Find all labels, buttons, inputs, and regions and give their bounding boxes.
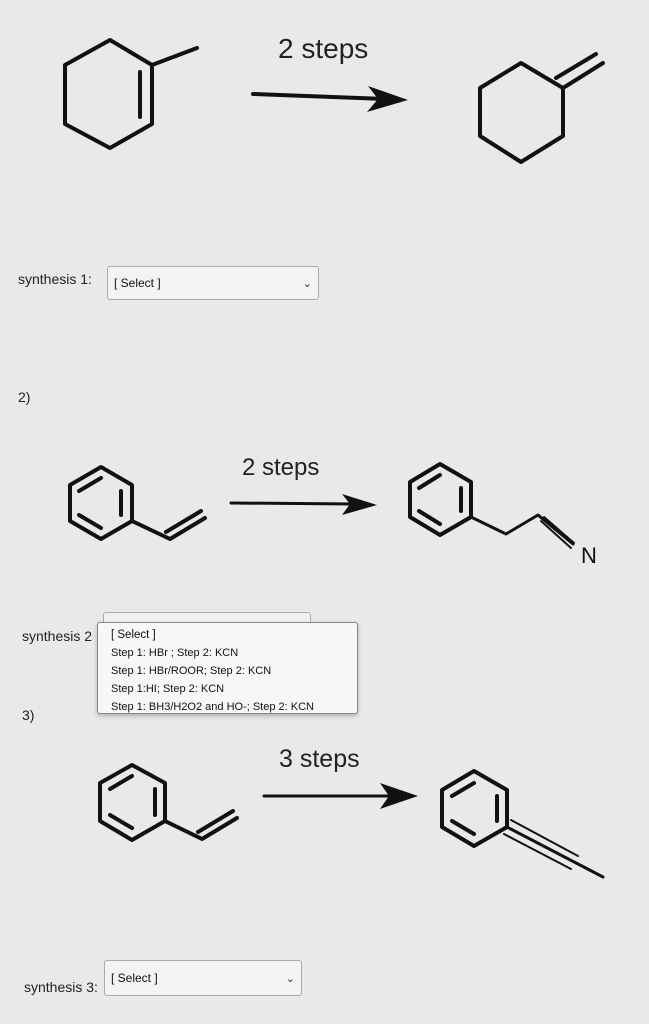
- synthesis-3-select-value: [ Select ]: [111, 971, 158, 985]
- synthesis-2-label: synthesis 2: [22, 628, 93, 644]
- synthesis-3-label: synthesis 3:: [24, 979, 98, 995]
- dropdown-option[interactable]: Step 1:HI; Step 2: KCN: [111, 683, 225, 695]
- dropdown-option[interactable]: Step 1: HBr/ROOR; Step 2: KCN: [111, 665, 272, 677]
- problem-2-number: 2): [18, 389, 31, 405]
- dropdown-option[interactable]: Step 1: BH3/H2O2 and HO-; Step 2: KCN: [111, 701, 314, 713]
- chevron-down-icon: ⌄: [285, 972, 295, 985]
- synthesis-1-select-value: [ Select ]: [114, 276, 161, 290]
- dropdown-option[interactable]: Step 1: HBr ; Step 2: KCN: [111, 647, 239, 659]
- synthesis-2-dropdown-list[interactable]: [ Select ] Step 1: HBr ; Step 2: KCN Ste…: [97, 622, 358, 714]
- synthesis-3-select[interactable]: [ Select ] ⌄: [104, 960, 302, 996]
- synthesis-1-select[interactable]: [ Select ] ⌄: [107, 266, 319, 300]
- nitrile-nitrogen-label: N: [581, 543, 597, 568]
- synthesis-2-select-behind[interactable]: [103, 612, 311, 625]
- chevron-down-icon: ⌄: [302, 277, 312, 290]
- dropdown-option[interactable]: [ Select ]: [111, 629, 156, 641]
- problem-3-number: 3): [22, 707, 35, 723]
- steps-label-1: 2 steps: [278, 33, 369, 64]
- synthesis-1-label: synthesis 1:: [18, 271, 92, 287]
- steps-label-2: 2 steps: [242, 454, 320, 481]
- steps-label-3: 3 steps: [279, 745, 360, 773]
